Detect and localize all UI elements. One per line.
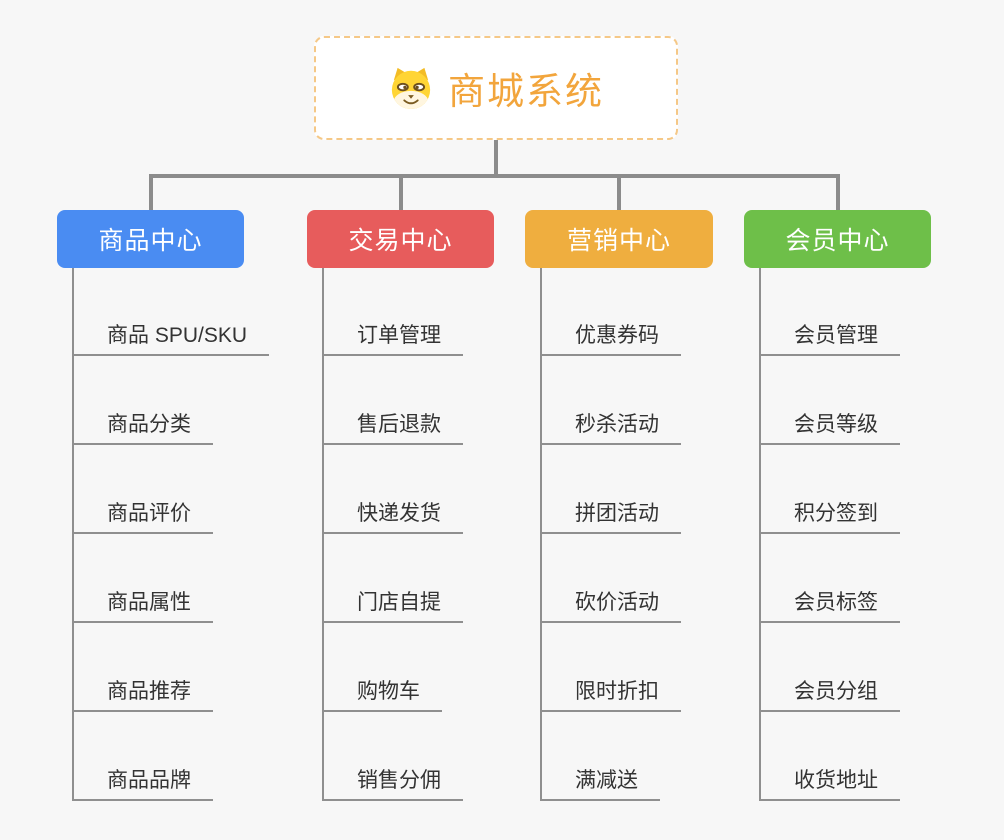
leaf-node[interactable]: 会员标签 [759,590,900,623]
leaf-node[interactable]: 快递发货 [322,501,463,534]
leaf-node[interactable]: 砍价活动 [540,590,681,623]
leaf-node[interactable]: 商品评价 [72,501,213,534]
leaf-node[interactable]: 门店自提 [322,590,463,623]
connector-drop-product [149,174,153,210]
leaf-node[interactable]: 会员等级 [759,412,900,445]
leaf-node[interactable]: 购物车 [322,679,442,712]
leaf-node[interactable]: 收货地址 [759,768,900,801]
branch-node-trade-center[interactable]: 交易中心 [307,210,494,268]
leaf-node[interactable]: 商品推荐 [72,679,213,712]
leaf-node[interactable]: 商品品牌 [72,768,213,801]
leaf-node[interactable]: 销售分佣 [322,768,463,801]
leaf-node[interactable]: 积分签到 [759,501,900,534]
branch-node-product-center[interactable]: 商品中心 [57,210,244,268]
connector-trunk-trade [322,268,324,801]
leaf-node[interactable]: 商品 SPU/SKU [72,323,270,356]
leaf-node[interactable]: 售后退款 [322,412,463,445]
connector-trunk-member [759,268,761,801]
connector-trunk-marketing [540,268,542,801]
connector-horizontal-bar [149,174,840,178]
leaf-node[interactable]: 拼团活动 [540,501,681,534]
connector-root-stub [494,140,498,176]
leaf-node[interactable]: 秒杀活动 [540,412,681,445]
dog-face-icon [391,67,431,110]
connector-drop-marketing [617,174,621,210]
root-node[interactable]: 商城系统 [314,36,678,140]
branch-node-member-center[interactable]: 会员中心 [744,210,931,268]
leaf-node[interactable]: 商品分类 [72,412,213,445]
leaf-node[interactable]: 订单管理 [322,323,463,356]
leaf-node[interactable]: 限时折扣 [540,679,681,712]
leaf-node[interactable]: 会员分组 [759,679,900,712]
leaf-node[interactable]: 满减送 [540,768,660,801]
connector-drop-member [836,174,840,210]
leaf-node[interactable]: 会员管理 [759,323,900,356]
leaf-node[interactable]: 商品属性 [72,590,213,623]
branch-node-marketing-center[interactable]: 营销中心 [525,210,713,268]
leaf-node[interactable]: 优惠券码 [540,323,681,356]
connector-drop-trade [399,174,403,210]
root-title: 商城系统 [448,71,604,112]
connector-trunk-product [72,268,74,801]
